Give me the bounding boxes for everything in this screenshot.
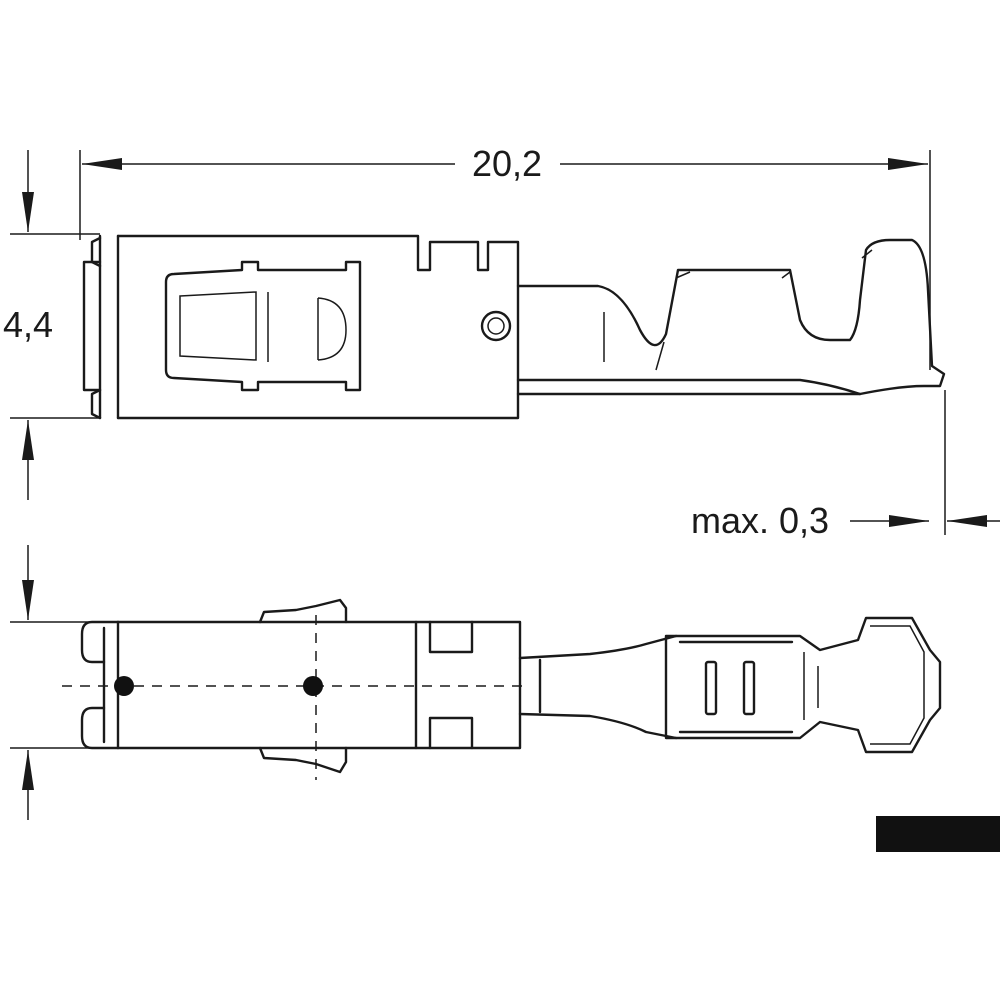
dimension-top-height: 4,4 — [3, 150, 100, 500]
datum-dot-left — [114, 676, 134, 696]
top-height-label: 4,4 — [3, 304, 53, 345]
watermark-tag — [876, 816, 1000, 852]
terminal-top-view — [82, 234, 946, 420]
dimension-tolerance: max. 0,3 — [691, 390, 1000, 541]
tolerance-label: max. 0,3 — [691, 500, 829, 541]
datum-dot-right — [303, 676, 323, 696]
terminal-side-view — [62, 598, 942, 780]
dimension-side-height — [10, 545, 100, 820]
overall-length-label: 20,2 — [472, 143, 542, 184]
dimension-overall-length: 20,2 — [79, 143, 931, 370]
